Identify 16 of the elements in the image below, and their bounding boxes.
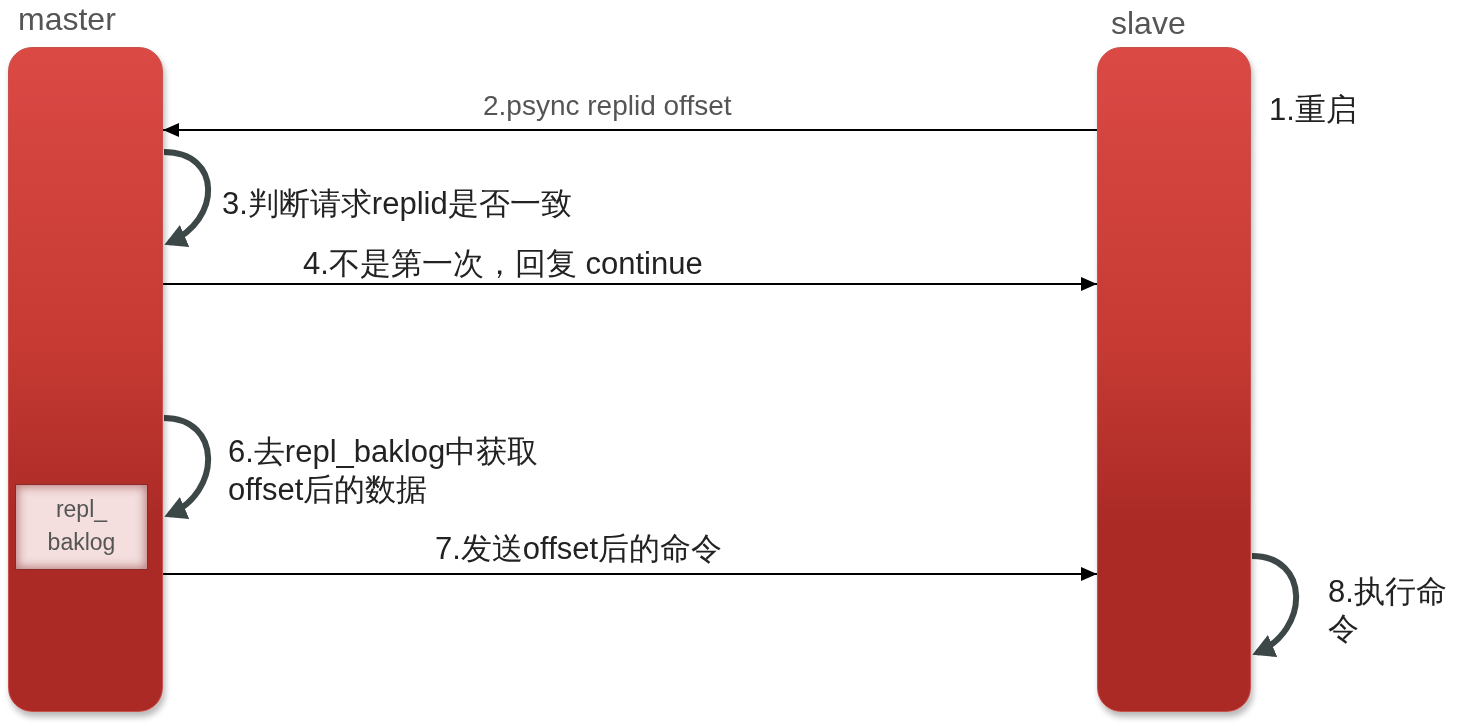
loop-arrow: [1251, 553, 1299, 656]
loop-arrow: [163, 149, 211, 246]
lifeline-heading: master: [18, 0, 116, 38]
loop-arrow: [163, 415, 211, 518]
edge-label: 6.去repl_baklog中获取offset后的数据: [228, 433, 540, 509]
step-note: 1.重启: [1269, 92, 1357, 128]
edge-label: 8.执行命令: [1328, 573, 1448, 647]
edge-label: 7.发送offset后的命令: [435, 531, 723, 567]
buffer-box: repl_ baklog: [15, 484, 148, 570]
edge-label: 2.psync replid offset: [483, 90, 732, 122]
edge-label: 3.判断请求replid是否一致: [222, 186, 572, 222]
arrow: [162, 567, 1098, 581]
arrow: [162, 123, 1098, 137]
lifeline-heading: slave: [1111, 4, 1186, 42]
arrow: [162, 277, 1098, 291]
edge-label: 4.不是第一次，回复 continue: [303, 246, 703, 282]
